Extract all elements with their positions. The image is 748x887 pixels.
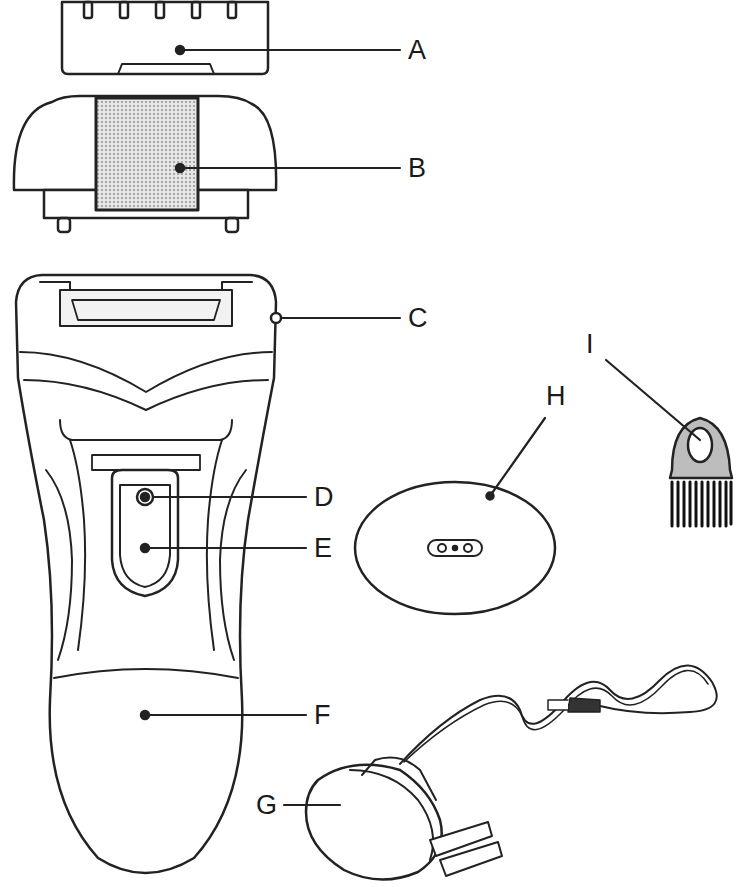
callout-letter: E xyxy=(314,533,332,563)
leader-line xyxy=(180,167,400,169)
callout-letter: C xyxy=(408,303,428,333)
device-body xyxy=(16,275,281,873)
leader-line xyxy=(145,547,306,549)
callout-letter: A xyxy=(408,35,426,65)
callout-letter: I xyxy=(586,329,594,359)
callout-letter: B xyxy=(408,153,426,183)
callout-letter: H xyxy=(546,381,566,411)
leader-line xyxy=(606,360,700,440)
charging-base xyxy=(355,482,555,614)
leader-line xyxy=(490,418,545,496)
leader-line xyxy=(284,804,340,806)
callout-letter: F xyxy=(314,700,331,730)
callout-letter: D xyxy=(314,482,334,512)
power-adapter xyxy=(306,665,717,879)
leader-line xyxy=(153,496,306,498)
leader-line xyxy=(180,49,400,51)
cleaning-brush xyxy=(670,418,732,526)
leader-line xyxy=(281,317,400,319)
leader-lines xyxy=(145,50,700,805)
leader-line xyxy=(145,714,306,716)
roller-head xyxy=(14,96,276,232)
comb-cap xyxy=(62,2,268,74)
callout-letter: G xyxy=(256,790,277,820)
